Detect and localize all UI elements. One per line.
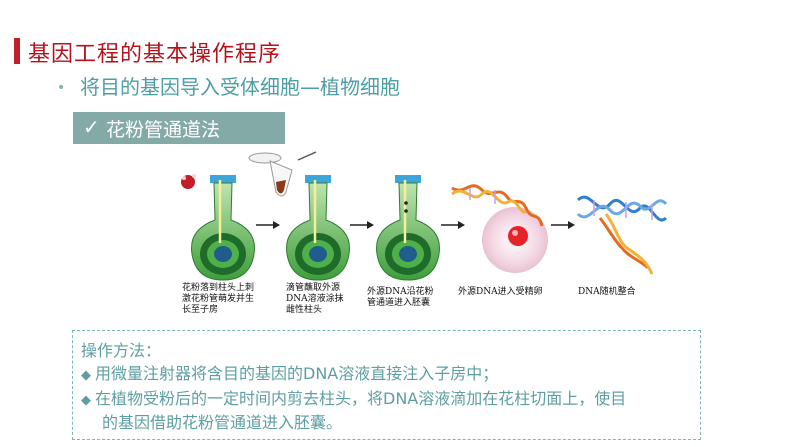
operation-box: 操作方法： ◆ 用微量注射器将含目的基因的DNA溶液直接注入子房中； ◆ 在植物受粉… [72, 330, 701, 440]
caption-stage-3: 外源DNA沿花粉 管通道进入胚囊 [367, 287, 434, 308]
arrow-1 [256, 221, 280, 229]
diagram-illustration [181, 151, 668, 281]
diamond-bullet-icon: ◆ [81, 368, 91, 383]
operation-item-text: 用微量注射器将含目的基因的DNA溶液直接注入子房中； [95, 364, 499, 383]
method-label: 花粉管通道法 [106, 119, 221, 141]
pollen-icon [181, 174, 196, 189]
operation-item-text: 在植物受粉后的一定时间内剪去柱头，将DNA溶液滴加在花柱切面上，使目 [95, 389, 627, 408]
operation-item-2: ◆ 在植物受粉后的一定时间内剪去柱头，将DNA溶液滴加在花柱切面上，使目 [81, 388, 626, 412]
arrow-4 [551, 221, 575, 229]
caption-stage-1: 花粉落到柱头上刺 激花粉管萌发并生 长至子房 [182, 283, 255, 315]
page-title: 基因工程的基本操作程序 [28, 42, 282, 67]
fertilized-egg-icon [451, 184, 548, 273]
check-icon: ✓ [83, 115, 100, 139]
operation-item-1: ◆ 用微量注射器将含目的基因的DNA溶液直接注入子房中； [81, 363, 498, 387]
method-label-box: ✓ 花粉管通道法 [73, 112, 285, 144]
pollen-tube-diagram: 花粉落到柱头上刺 激花粉管萌发并生 长至子房 滴管蘸取外源 DNA溶液涂抹 雌性… [170, 148, 670, 320]
dropper-icon [248, 151, 317, 197]
dna-helix-icon [576, 195, 668, 275]
title-accent-bar [14, 38, 20, 64]
arrow-3 [441, 221, 465, 229]
caption-stage-4: 外源DNA进入受精卵 [458, 287, 543, 297]
pistil-stage-2 [285, 175, 351, 281]
diamond-bullet-icon: ◆ [81, 393, 91, 408]
arrow-2 [350, 221, 374, 229]
subtitle: 将目的基因导入受体细胞—植物细胞 [80, 75, 400, 99]
subtitle-bullet: • [57, 80, 66, 96]
pistil-stage-1 [190, 175, 256, 281]
operation-item-2-continued: 的基因借助花粉管通道进入胚囊。 [102, 413, 343, 432]
operation-heading: 操作方法： [81, 341, 162, 360]
pistil-stage-3 [375, 175, 441, 281]
caption-stage-5: DNA随机整合 [578, 287, 636, 297]
caption-stage-2: 滴管蘸取外源 DNA溶液涂抹 雌性柱头 [286, 283, 344, 315]
